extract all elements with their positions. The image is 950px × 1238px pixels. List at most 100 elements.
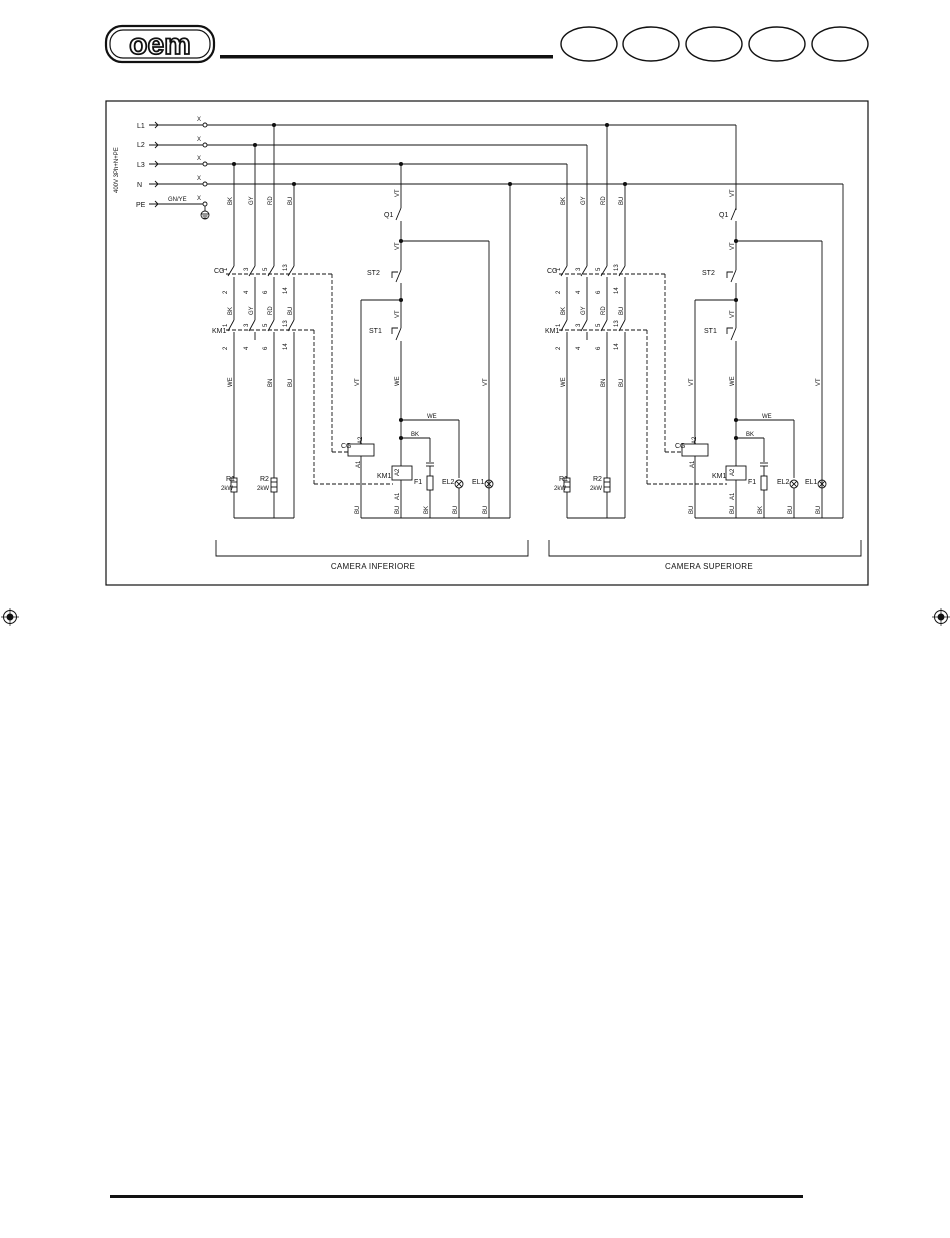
footer-rule [110, 1195, 803, 1198]
coil-terminal-label: A2 [395, 468, 401, 476]
registration-mark-icon [1, 608, 19, 626]
wire-color-label: BU [355, 506, 361, 514]
component-label-km1: KM1 [212, 328, 227, 335]
wire-color-label: BU [288, 197, 294, 205]
coil-terminal-label: A2 [730, 468, 736, 476]
component-label-r1: R1 [559, 476, 568, 483]
component-label-cg-coil: CG [675, 443, 686, 450]
wire-color-label: RD [268, 196, 274, 205]
component-label-f1: F1 [748, 479, 756, 486]
contact-number-label: 2 [223, 346, 229, 350]
contact-number-label: 1 [556, 323, 562, 327]
wire-color-label: BU [395, 506, 401, 514]
earth-symbol-icon [200, 206, 210, 220]
contact-number-label: 5 [263, 267, 269, 271]
coil-terminal-label: A1 [356, 460, 362, 468]
language-tabs [560, 26, 869, 62]
contact-number-label: 4 [244, 290, 250, 294]
control-circuit [681, 207, 843, 519]
wire-color-label: WE [730, 376, 736, 386]
logo-text: oem [129, 28, 191, 61]
wire-color-label: VT [689, 378, 695, 386]
wire-color-label: BK [746, 432, 754, 438]
contact-number-label: 6 [263, 290, 269, 294]
wire-color-label: BK [228, 197, 234, 205]
contact-number-label: 4 [576, 346, 582, 350]
wire-color-label: BN [601, 379, 607, 387]
supply-bus-lines [207, 122, 844, 518]
wire-color-label: BK [411, 432, 419, 438]
section-title: CAMERA INFERIORE [331, 562, 415, 571]
language-tab-3[interactable] [685, 26, 743, 62]
wire-color-label: WE [762, 414, 772, 420]
wire-color-label: GY [581, 306, 587, 315]
language-tab-1[interactable] [560, 26, 618, 62]
component-label-st2: ST2 [367, 270, 380, 277]
terminal-marks: X X X X X GN/YE [168, 117, 201, 203]
mechanical-links [226, 273, 393, 485]
wire-color-label: WE [427, 414, 437, 420]
language-tab-5[interactable] [811, 26, 869, 62]
component-label-el1: EL1 [805, 479, 818, 486]
component-label-st2: ST2 [702, 270, 715, 277]
coil-terminal-label: A1 [690, 460, 696, 468]
wire-color-label: VT [395, 310, 401, 318]
contact-number-label: 14 [614, 287, 620, 294]
contact-number-label: 2 [556, 290, 562, 294]
wire-color-label: BU [619, 379, 625, 387]
line-label-l1: L1 [137, 123, 145, 130]
component-label-km1-coil: KM1 [712, 473, 727, 480]
supply-line-labels: L1 L2 L3 N PE [136, 123, 146, 209]
wire-color-label: VT [395, 189, 401, 197]
mechanical-links [559, 273, 727, 485]
wire-color-label: BK [561, 307, 567, 315]
pe-wire-label: GN/YE [168, 197, 187, 203]
component-label-st1: ST1 [704, 328, 717, 335]
component-label-st1: ST1 [369, 328, 382, 335]
component-label-r2: R2 [260, 476, 269, 483]
component-label-el1: EL1 [472, 479, 485, 486]
language-tab-2[interactable] [622, 26, 680, 62]
contact-number-label: 3 [244, 267, 250, 271]
wire-color-label: BU [483, 506, 489, 514]
language-tab-4[interactable] [748, 26, 806, 62]
contact-number-label: 14 [283, 287, 289, 294]
contact-number-label: 5 [263, 323, 269, 327]
component-label-q1: Q1 [719, 212, 728, 219]
section-title: CAMERA SUPERIORE [665, 562, 753, 571]
contact-number-label: 2 [556, 346, 562, 350]
terminal-mark: X [197, 196, 201, 202]
wire-color-label: BU [453, 506, 459, 514]
wire-color-label: BK [228, 307, 234, 315]
heater-power-label: 2kW [257, 486, 269, 492]
terminal-mark: X [197, 156, 201, 162]
coil-terminal-label: A1 [730, 492, 736, 500]
line-label-n: N [137, 182, 142, 189]
heater-power-label: 2kW [554, 486, 566, 492]
coil-terminal-label: A2 [358, 436, 364, 444]
wire-color-label: BU [689, 506, 695, 514]
wire-color-label: BU [288, 307, 294, 315]
component-label-cg: CG [214, 268, 225, 275]
terminal-mark: X [197, 117, 201, 123]
wire-color-label: VT [816, 378, 822, 386]
line-label-pe: PE [136, 202, 146, 209]
wire-color-label: VT [730, 310, 736, 318]
contact-number-label: 14 [614, 343, 620, 350]
wire-color-label: VT [395, 242, 401, 250]
wire-color-label: RD [268, 306, 274, 315]
wire-color-label: BU [788, 506, 794, 514]
wire-color-label: BU [619, 197, 625, 205]
component-label-q1: Q1 [384, 212, 393, 219]
component-label-el2: EL2 [777, 479, 790, 486]
contact-number-label: 4 [244, 346, 250, 350]
wire-color-label: BK [758, 506, 764, 514]
registration-mark-icon [932, 608, 950, 626]
contact-number-label: 13 [283, 320, 289, 327]
coil-terminal-label: A2 [692, 436, 698, 444]
contact-number-label: 1 [223, 267, 229, 271]
wire-color-label: GY [249, 306, 255, 315]
component-label-el2: EL2 [442, 479, 455, 486]
